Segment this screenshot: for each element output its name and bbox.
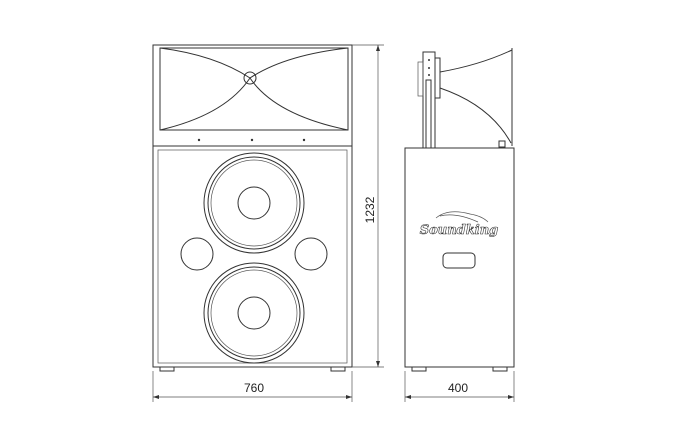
bass-port-right xyxy=(294,237,328,271)
compression-driver-throat xyxy=(243,71,257,85)
horn-section-side xyxy=(417,48,513,149)
cabinet-front xyxy=(152,145,353,372)
carry-handle xyxy=(442,252,476,269)
bass-port-left xyxy=(180,237,214,271)
upper-woofer xyxy=(203,152,305,254)
width-dimension: 760 xyxy=(152,371,353,402)
height-dimension: 1232 xyxy=(352,44,384,368)
front-view: 1232 760 xyxy=(152,44,384,402)
side-view: Soundking 400 xyxy=(404,48,515,402)
cabinet-side: Soundking xyxy=(404,147,515,372)
horn-section-front xyxy=(152,44,353,147)
brand-logo-text: Soundking xyxy=(420,223,499,238)
width-label: 760 xyxy=(244,381,264,395)
height-label: 1232 xyxy=(363,196,377,223)
lower-woofer xyxy=(203,262,305,364)
soundking-logo: Soundking xyxy=(419,211,499,238)
depth-label: 400 xyxy=(448,381,468,395)
depth-dimension: 400 xyxy=(404,371,515,402)
